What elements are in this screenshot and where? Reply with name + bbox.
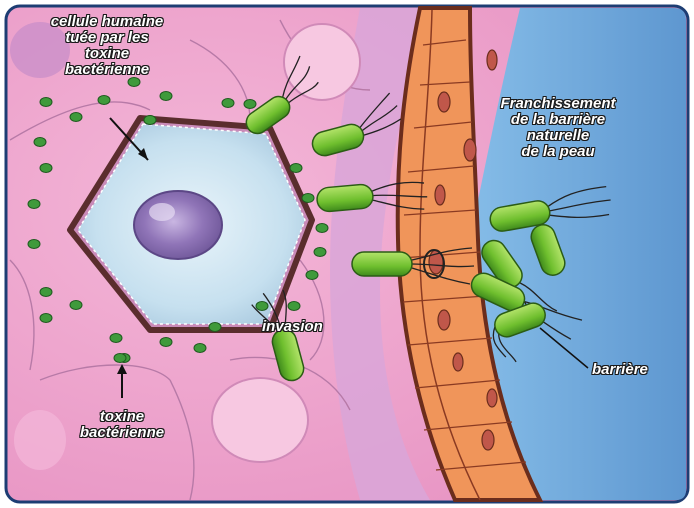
label-line: toxine bbox=[62, 409, 182, 425]
label-barrier: barrière bbox=[592, 362, 648, 378]
label-line: de la peau bbox=[478, 144, 638, 160]
label-line: toxine bbox=[22, 46, 192, 62]
label-line: Franchissement bbox=[478, 96, 638, 112]
label-line: tuée par les bbox=[22, 30, 192, 46]
label-line: cellule humaine bbox=[22, 14, 192, 30]
label-invasion: invasion bbox=[262, 319, 323, 335]
tissue-cell-nucleus bbox=[14, 410, 66, 470]
tissue-cell-nucleus bbox=[212, 378, 308, 462]
tissue-cell-nucleus bbox=[284, 24, 360, 100]
killed-cell-nucleus bbox=[134, 191, 222, 259]
label-line: naturelle bbox=[478, 128, 638, 144]
label-line: de la barrière bbox=[478, 112, 638, 128]
label-line: bactérienne bbox=[22, 62, 192, 78]
label-killed-cell: cellule humaine tuée par les toxine bact… bbox=[22, 14, 192, 78]
label-barrier-crossing: Franchissement de la barrière naturelle … bbox=[478, 96, 638, 160]
label-toxin: toxine bactérienne bbox=[62, 409, 182, 441]
nucleus-highlight bbox=[149, 203, 175, 221]
label-line: bactérienne bbox=[62, 425, 182, 441]
